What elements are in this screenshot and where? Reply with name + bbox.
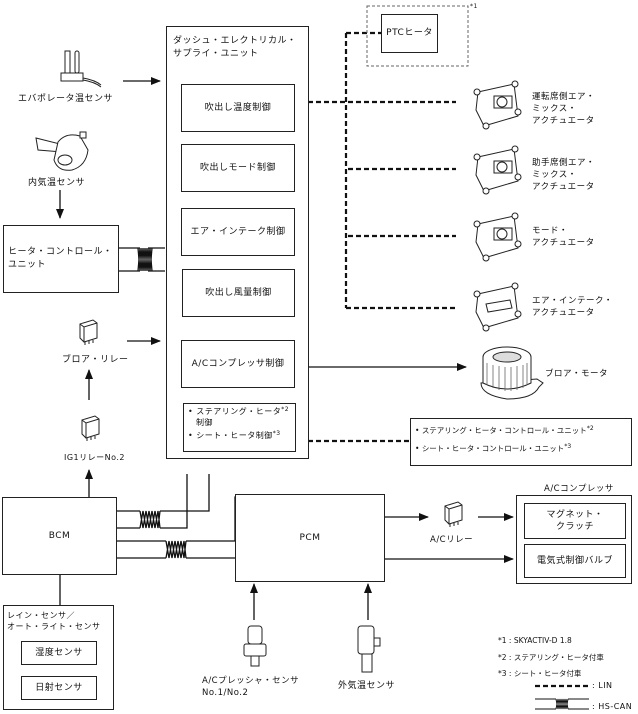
blower-motor-label: ブロア・モータ (545, 369, 609, 379)
note-1: *1 : SKYACTIV-D 1.8 (498, 636, 572, 645)
electric-control-valve: 電気式制御バルブ (524, 544, 626, 578)
legend-lin-line (535, 684, 589, 688)
heater-control-unit: ヒータ・コントロール・ ユニット (3, 225, 119, 293)
ac-relay-icon (444, 501, 463, 527)
magnetic-clutch: マグネット・ クラッチ (524, 503, 626, 539)
heater-control-units: • ステアリング・ヒータ・コントロール・ユニット*2 • シート・ヒータ・コント… (410, 418, 632, 466)
function-heaters: • ステアリング・ヒータ*2 制御 • シート・ヒータ制御*3 (183, 403, 296, 452)
pcm: PCM (235, 494, 385, 582)
function-air-intake: エア・インテーク制御 (181, 208, 295, 256)
ig1-relay-icon (81, 415, 100, 441)
passenger-air-mix-actuator-label: 助手席側エア・ ミックス・ アクチュエータ (532, 158, 596, 192)
evaporator-sensor-label: エバポレータ温センサ (18, 94, 114, 104)
ptc-note: *1 (470, 3, 478, 10)
hscan-hcu-unit (118, 247, 165, 272)
legend-lin-label: : LIN (592, 681, 613, 690)
ac-pressure-sensor-label: A/Cプレッシャ・センサ No.1/No.2 (202, 676, 300, 698)
mode-actuator-label: モード・ アクチュエータ (532, 226, 595, 248)
cabin-temp-sensor-label: 内気温センサ (28, 178, 86, 188)
ambient-temp-sensor-label: 外気温センサ (338, 681, 396, 691)
rain-light-sensor-unit: レイン・センサ／ オート・ライト・センサ 湿度センサ 日射センサ (3, 605, 114, 710)
ac-relay-label: A/Cリレー (430, 535, 474, 545)
air-intake-actuator-label: エア・インテーク・ アクチュエータ (532, 296, 613, 318)
function-outlet-temp: 吹出し温度制御 (181, 84, 295, 132)
function-blower-volume: 吹出し風量制御 (182, 269, 295, 317)
ambient-temp-sensor-icon (357, 625, 381, 673)
mode-actuator-icon (473, 212, 522, 262)
blower-relay-label: ブロア・リレー (62, 355, 129, 365)
function-outlet-mode: 吹出しモード制御 (181, 144, 295, 192)
cabin-temp-sensor-icon (35, 131, 89, 171)
legend-hscan-line (535, 698, 589, 710)
air-intake-actuator-icon (473, 282, 522, 332)
driver-air-mix-actuator-icon (473, 80, 522, 130)
blower-motor-icon (480, 346, 544, 400)
ac-compressor: マグネット・ クラッチ 電気式制御バルブ (516, 495, 632, 584)
ptc-heater: PTCヒータ (381, 14, 438, 53)
passenger-air-mix-actuator-icon (473, 145, 522, 195)
ac-compressor-title: A/Cコンプレッサ (544, 484, 614, 494)
legend-hscan-label: : HS-CAN (592, 702, 633, 711)
humidity-sensor: 湿度センサ (21, 641, 97, 665)
ig1-relay-label: IG1リレーNo.2 (64, 453, 126, 462)
bcm: BCM (2, 497, 117, 575)
driver-air-mix-actuator-label: 運転席側エア・ ミックス・ アクチュエータ (532, 92, 596, 126)
blower-relay-icon (79, 319, 98, 345)
hscan-bcm-unit (116, 474, 210, 529)
unit-title: ダッシュ・エレクトリカル・ サプライ・ユニット (173, 36, 297, 59)
evaporator-sensor-icon (60, 50, 102, 88)
ac-pressure-sensor-icon (243, 625, 267, 667)
solar-sensor: 日射センサ (21, 676, 97, 700)
function-ac-compressor: A/Cコンプレッサ制御 (181, 340, 295, 388)
hscan-bcm-pcm (116, 496, 240, 559)
note-2: *2 : ステアリング・ヒータ付車 (498, 653, 604, 662)
note-3: *3 : シート・ヒータ付車 (498, 669, 582, 678)
